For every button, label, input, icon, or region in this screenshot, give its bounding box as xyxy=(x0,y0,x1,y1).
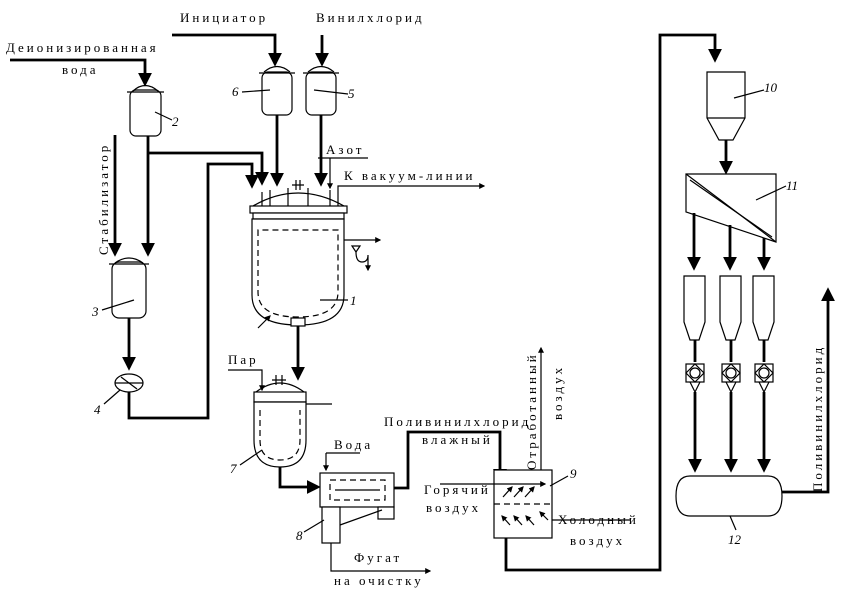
pump-4 xyxy=(114,373,144,393)
label-deionized-water-2: вода xyxy=(62,62,99,77)
jacket-drain xyxy=(355,251,371,272)
number-5: 5 xyxy=(348,86,355,101)
label-fugate-2: на очистку xyxy=(334,573,424,588)
bin-a xyxy=(683,275,706,394)
mixer-12 xyxy=(675,475,783,517)
label-hot-air-1: Горячий xyxy=(424,482,491,497)
leader-lines xyxy=(101,89,787,533)
reactor-1 xyxy=(249,180,348,329)
label-vacuum-line: К вакуум-линии xyxy=(344,168,476,183)
number-9: 9 xyxy=(570,466,577,481)
label-fugate-1: Фугат xyxy=(354,550,402,565)
feed-lines xyxy=(10,33,329,257)
number-10: 10 xyxy=(764,80,778,95)
label-cold-air-1: Холодный xyxy=(558,512,639,527)
number-7: 7 xyxy=(230,461,237,476)
hopper-10 xyxy=(706,71,746,141)
outlet-valve xyxy=(350,245,362,254)
number-6: 6 xyxy=(232,84,239,99)
pipe-2-to-1 xyxy=(148,151,269,186)
fugate-line xyxy=(330,543,432,574)
bin-b xyxy=(719,275,742,394)
number-4: 4 xyxy=(94,402,101,417)
vessel-2 xyxy=(127,84,164,137)
label-cold-air-2: воздух xyxy=(570,533,625,548)
label-stabilizer: Стабилизатор xyxy=(96,143,111,255)
number-11: 11 xyxy=(786,178,798,193)
label-initiator: Инициатор xyxy=(180,10,268,25)
number-2: 2 xyxy=(172,114,179,129)
label-steam: Пар xyxy=(228,352,259,367)
label-nitrogen: Азот xyxy=(326,142,364,157)
vacuum-line xyxy=(337,183,486,192)
label-pvc-product: Поливинилхлорид xyxy=(810,345,825,492)
pipe-4-to-1 xyxy=(127,162,259,420)
vessel-6 xyxy=(259,65,295,116)
dryer-9 xyxy=(440,469,553,539)
number-3: 3 xyxy=(91,304,99,319)
steam-line xyxy=(228,369,265,392)
label-vinyl-chloride: Винилхлорид xyxy=(316,10,425,25)
pipe-9-to-10 xyxy=(504,33,722,572)
pipe-8-to-9 xyxy=(394,430,507,490)
label-water: Вода xyxy=(334,437,373,452)
label-pvc-wet-1: Поливинилхлорид xyxy=(384,414,531,429)
number-12: 12 xyxy=(728,532,742,547)
centrifuge-8 xyxy=(319,472,395,544)
pipe-7-to-8 xyxy=(278,467,321,494)
label-spent-air-1: Отработанный xyxy=(524,352,539,470)
label-hot-air-2: воздух xyxy=(426,500,481,515)
pvc-product-line xyxy=(782,287,835,494)
number-8: 8 xyxy=(296,528,303,543)
bin-c xyxy=(752,275,775,394)
vessel-3 xyxy=(109,257,149,319)
label-pvc-wet-2: влажный xyxy=(422,432,493,447)
label-spent-air-2: воздух xyxy=(550,365,565,420)
number-1: 1 xyxy=(350,293,357,308)
screen-11 xyxy=(685,173,777,243)
label-deionized-water-1: Деионизированная xyxy=(6,40,159,55)
